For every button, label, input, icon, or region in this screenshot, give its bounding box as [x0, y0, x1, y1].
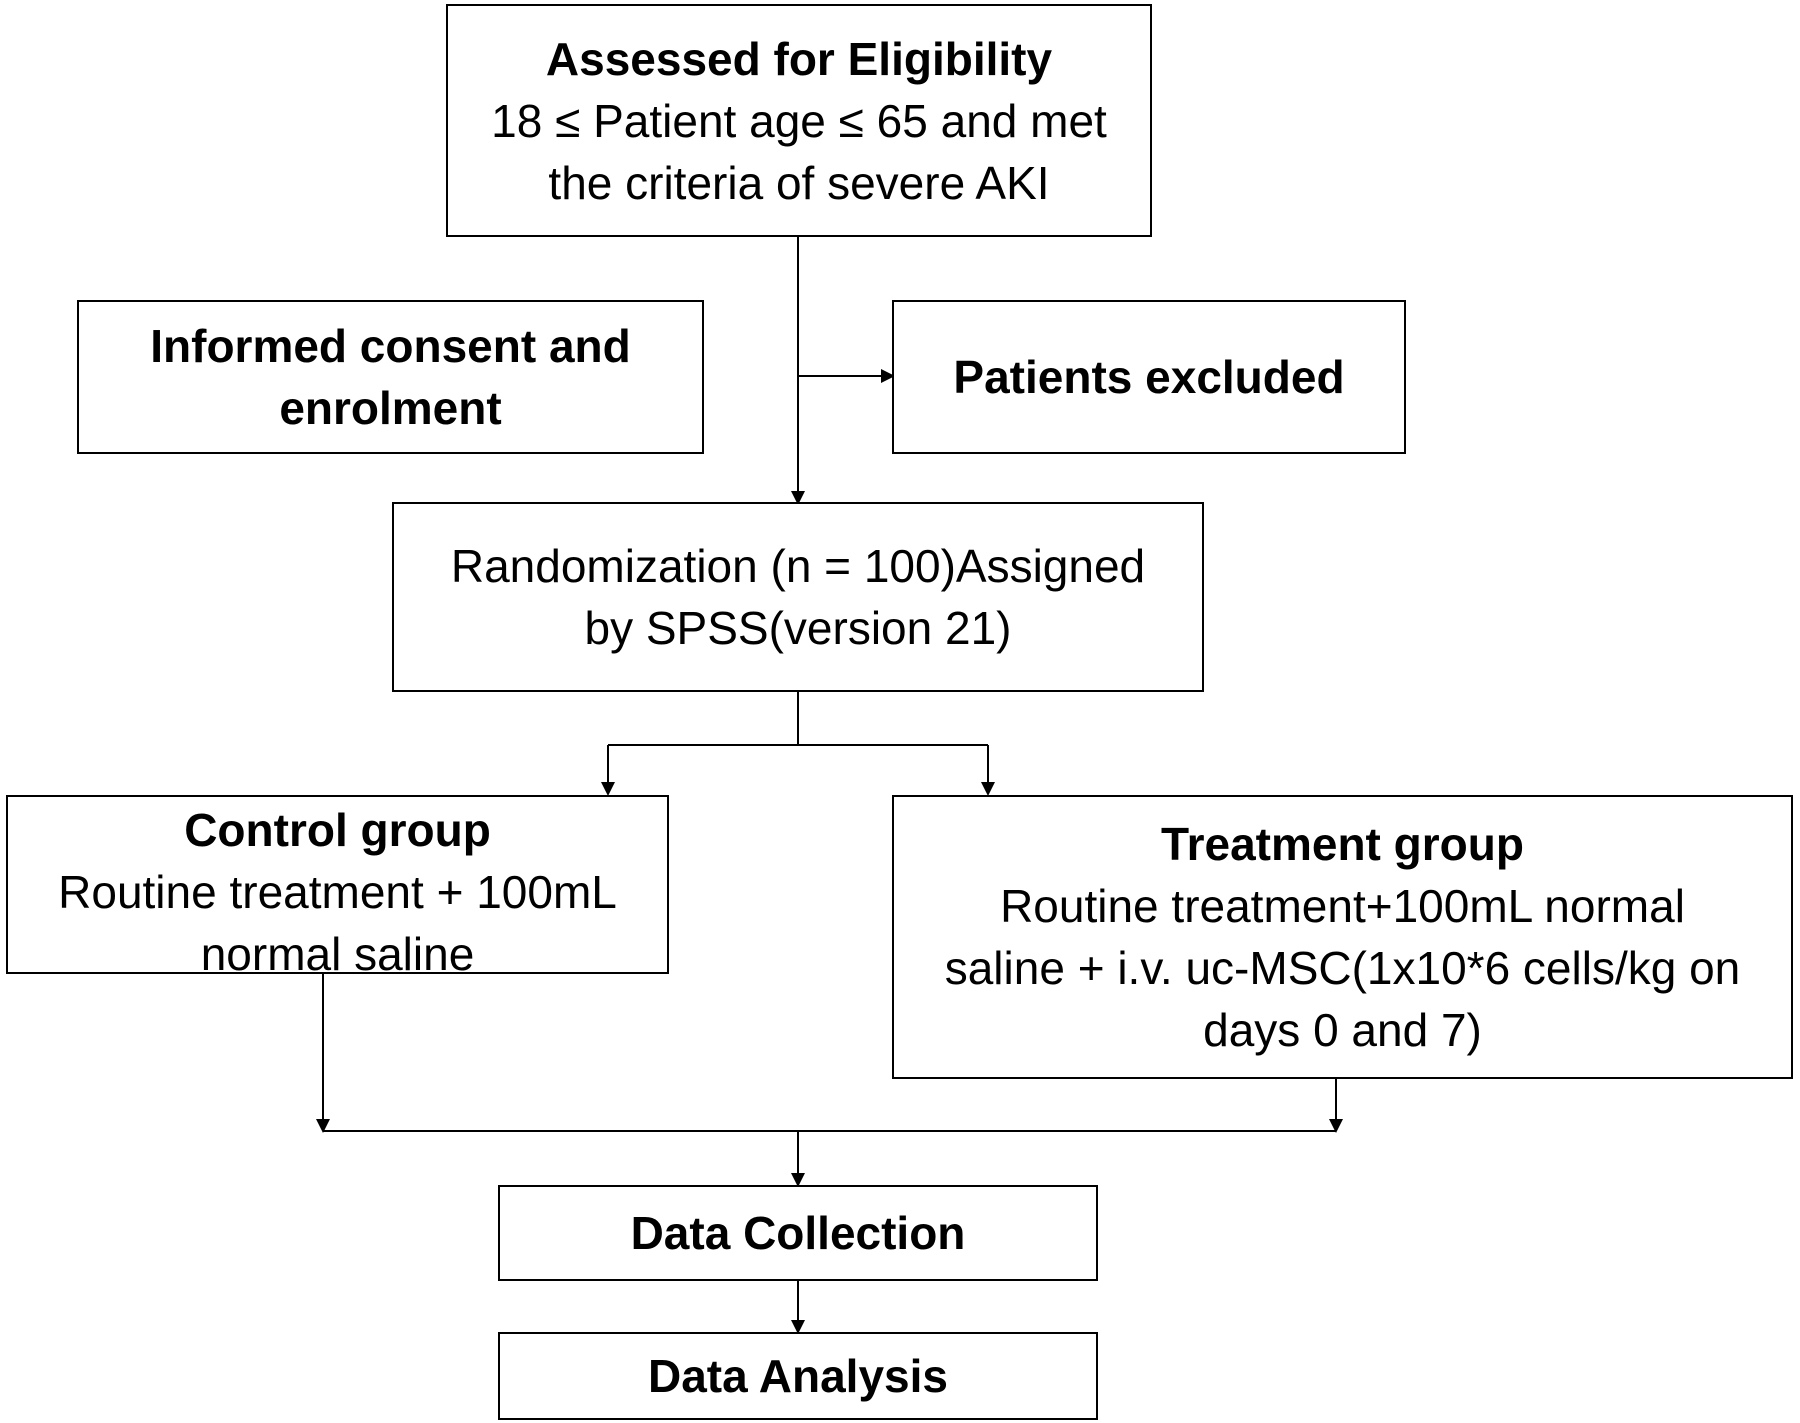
treatment-group-line-3: days 0 and 7): [1203, 1004, 1482, 1056]
control-group-line-2: normal saline: [200, 928, 475, 980]
treatment-group-title: Treatment group: [1161, 818, 1524, 870]
eligibility-box: Assessed for Eligibility 18 ≤ Patient ag…: [446, 4, 1152, 237]
randomization-box: Randomization (n = 100)Assigned by SPSS(…: [392, 502, 1204, 692]
treatment-group-line-2: saline + i.v. uc-MSC(1x10*6 cells/kg on: [944, 942, 1741, 994]
eligibility-line-1: 18 ≤ Patient age ≤ 65 and met: [491, 94, 1107, 147]
control-group-title: Control group: [184, 804, 491, 856]
consent-box: Informed consent and enrolment: [77, 300, 704, 454]
data-analysis-box: Data Analysis: [498, 1332, 1098, 1420]
randomization-line-2: by SPSS(version 21): [584, 602, 1012, 654]
patients-excluded-label: Patients excluded: [953, 351, 1345, 403]
data-collection-label: Data Collection: [630, 1207, 966, 1259]
consent-line-2: enrolment: [279, 382, 502, 434]
patients-excluded-box: Patients excluded: [892, 300, 1406, 454]
eligibility-title: Assessed for Eligibility: [545, 32, 1053, 85]
consent-line-1: Informed consent and: [150, 320, 631, 372]
randomization-line-1: Randomization (n = 100)Assigned: [450, 540, 1146, 592]
control-group-line-1: Routine treatment + 100mL: [58, 866, 617, 918]
data-analysis-label: Data Analysis: [648, 1350, 948, 1402]
eligibility-line-2: the criteria of severe AKI: [548, 156, 1050, 209]
treatment-group-box: Treatment group Routine treatment+100mL …: [892, 795, 1793, 1079]
treatment-group-line-1: Routine treatment+100mL normal: [1000, 880, 1685, 932]
data-collection-box: Data Collection: [498, 1185, 1098, 1281]
control-group-box: Control group Routine treatment + 100mL …: [6, 795, 669, 980]
